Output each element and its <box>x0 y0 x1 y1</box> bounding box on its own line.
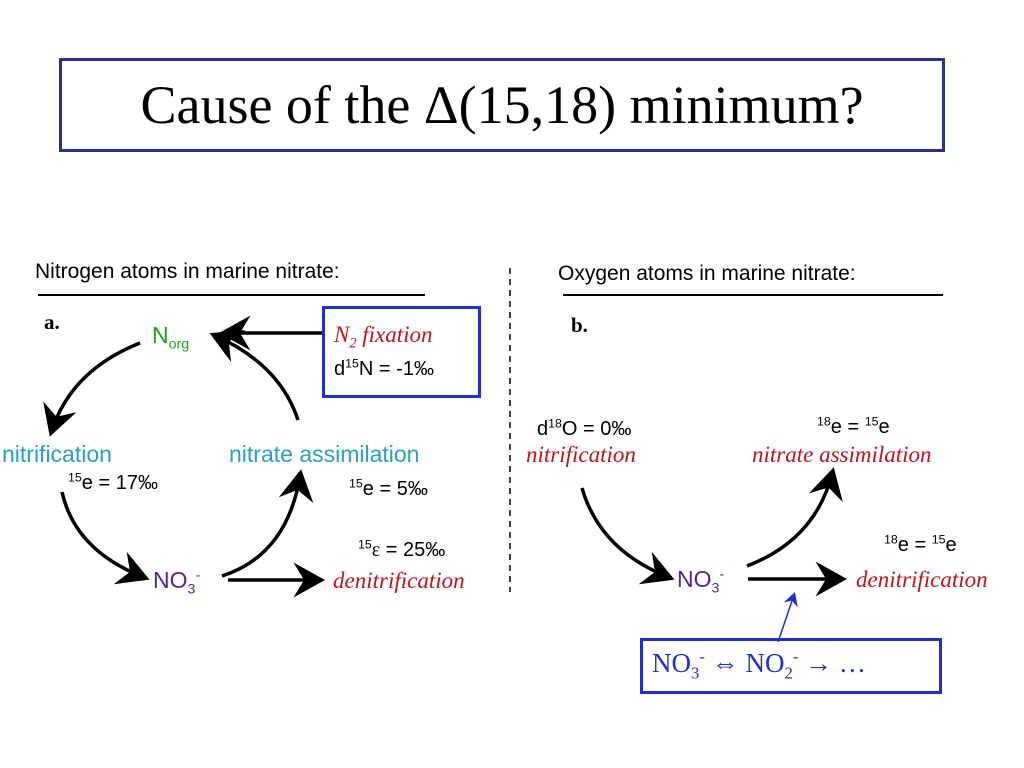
denitrification-epsilon-a: 15ε = 25‰ <box>358 537 446 561</box>
panel-b-heading: Oxygen atoms in marine nitrate: <box>558 262 856 285</box>
norg-to-nitrification-arrow <box>43 341 141 437</box>
nitrification-to-no3-arrow <box>60 491 150 585</box>
n2-fixation-box <box>322 306 481 398</box>
nitrification-label-b: nitrification <box>526 442 636 467</box>
assimilation-epsilon-b: 18e = 15e <box>817 414 890 438</box>
equation-text: NO3- ⇔ NO2- → … <box>652 647 866 683</box>
nitrate-assimilation-label-b: nitrate assimilation <box>752 442 932 467</box>
panel-a-heading: Nitrogen atoms in marine nitrate: <box>35 260 340 283</box>
assimilation-to-norg-arrow <box>209 330 300 421</box>
nitrate-assimilation-label-a: nitrate assimilation <box>229 441 420 467</box>
no3-node-a: NO3- <box>153 567 201 598</box>
d15n-value: d15N = -1‰ <box>334 356 434 380</box>
no3-to-assimilation-arrow-b <box>746 467 843 568</box>
no3-to-assimilation-arrow <box>221 469 314 578</box>
nitrification-to-no3-arrow-b <box>580 487 675 585</box>
nitrification-label-a: nitrification <box>2 441 112 467</box>
denitrification-label-a: denitrification <box>333 568 465 593</box>
n2-fixation-label: N2 fixation <box>334 322 433 352</box>
denitrification-label-b: denitrification <box>856 567 988 592</box>
panel-a-label: a. <box>44 310 60 334</box>
nitrification-epsilon-a: 15e = 17‰ <box>68 470 158 494</box>
title-box: Cause of the Δ(15,18) minimum? <box>59 58 945 152</box>
denitrification-epsilon-b: 18e = 15e <box>884 532 957 556</box>
d18o-value: d18O = 0‰ <box>537 416 632 440</box>
page-title: Cause of the Δ(15,18) minimum? <box>140 75 864 135</box>
no3-node-b: NO3- <box>677 566 725 597</box>
norg-node: Norg <box>152 322 190 353</box>
equation-box <box>640 638 942 694</box>
assimilation-epsilon-a: 15e = 5‰ <box>349 476 428 500</box>
panel-b-label: b. <box>571 313 588 337</box>
equation-pointer <box>777 592 798 643</box>
